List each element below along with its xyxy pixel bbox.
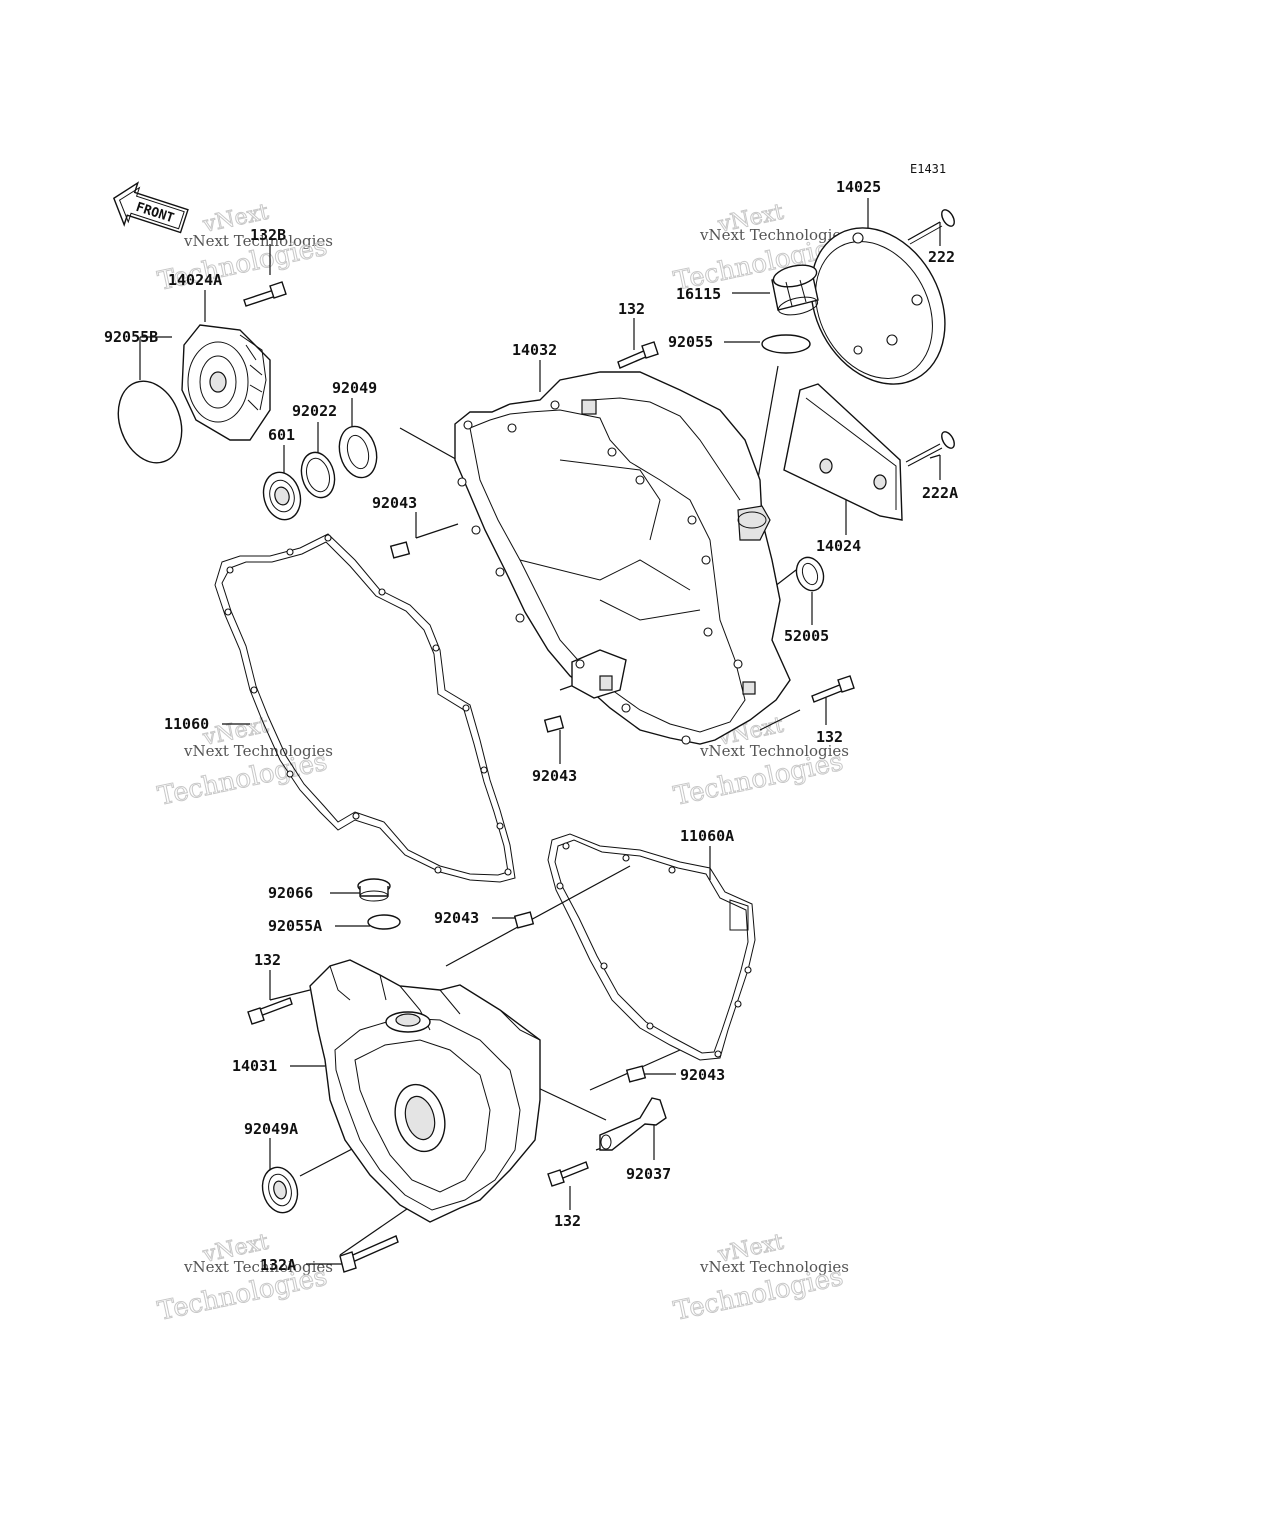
part-label-92049: 92049 (332, 379, 377, 397)
part-label-132-top: 132 (618, 300, 645, 318)
part-label-14031: 14031 (232, 1057, 277, 1075)
o-ring-92055a-part (367, 914, 401, 930)
watermark-text: vNext Technologies (183, 742, 333, 760)
part-label-14024a: 14024A (168, 271, 222, 289)
bolt-132-right-part (811, 675, 855, 703)
part-label-92066: 92066 (268, 884, 313, 902)
watermark-text: vNext Technologies (183, 1258, 333, 1276)
part-label-132-bottom: 132 (554, 1212, 581, 1230)
watermark-bottom-right: vNext vNext Technologies Technologies (671, 1229, 849, 1327)
bearing-601-part (262, 471, 302, 521)
clamp-92037-part (599, 1097, 667, 1151)
seal-92049a-part (261, 1166, 299, 1214)
part-label-14024: 14024 (816, 537, 861, 555)
gasket-11060-part (214, 533, 516, 883)
pump-housing-part (181, 324, 271, 441)
watermark-text: vNext Technologies (699, 742, 849, 760)
watermark-text: vNext Technologies (183, 232, 333, 250)
part-label-92043-d: 92043 (680, 1066, 725, 1084)
part-label-132a: 132A (260, 1256, 296, 1274)
part-label-92037: 92037 (626, 1165, 671, 1183)
screw-222a-part (905, 431, 955, 467)
dowel-92043-a-part (389, 541, 411, 559)
seal-92049-part (338, 425, 378, 479)
seal-52005-part (795, 556, 825, 592)
part-label-222: 222 (928, 248, 955, 266)
part-label-92055b: 92055B (104, 328, 158, 346)
filler-cap-part (771, 264, 819, 316)
front-arrow-icon: FRONT (112, 181, 189, 234)
bolt-132a-part (339, 1235, 399, 1273)
part-label-16115: 16115 (676, 285, 721, 303)
part-label-11060: 11060 (164, 715, 209, 733)
watermark-text: vNext Technologies (699, 1258, 849, 1276)
part-label-92022: 92022 (292, 402, 337, 420)
bolt-132-top-part (617, 341, 659, 369)
part-label-52005: 52005 (784, 627, 829, 645)
screw-222-part (907, 209, 955, 245)
o-ring-92055-part (761, 334, 811, 354)
part-label-92043-a: 92043 (372, 494, 417, 512)
part-label-92055a: 92055A (268, 917, 322, 935)
part-label-92055: 92055 (668, 333, 713, 351)
diagram-code: E1431 (910, 162, 946, 176)
bolt-132-left-part (247, 997, 293, 1025)
part-label-222a: 222A (922, 484, 958, 502)
part-label-132-left: 132 (254, 951, 281, 969)
part-label-601: 601 (268, 426, 295, 444)
o-ring-92055b-part (117, 380, 183, 464)
bolt-132b-part (243, 281, 287, 307)
part-labels: 14025 222 16115 132 92055 14032 132B 140… (104, 178, 958, 1274)
part-label-92043-c: 92043 (434, 909, 479, 927)
watermark-text: vNext Technologies (699, 226, 849, 244)
part-label-92049a: 92049A (244, 1120, 298, 1138)
crankcase-cover-part (454, 371, 791, 745)
part-label-11060a: 11060A (680, 827, 734, 845)
dowel-92043-d-part (625, 1065, 647, 1083)
part-label-132b: 132B (250, 226, 286, 244)
bolt-132-bottom-part (547, 1161, 589, 1187)
gasket-11060a-part (547, 833, 756, 1061)
part-label-14025: 14025 (836, 178, 881, 196)
dowel-92043-b-part (543, 715, 565, 733)
part-label-132-right: 132 (816, 728, 843, 746)
watermark-bottom-left: vNext vNext Technologies Technologies (155, 1229, 333, 1327)
dowel-92043-c-part (513, 911, 535, 929)
part-label-92043-b: 92043 (532, 767, 577, 785)
washer-92022-part (300, 451, 336, 499)
plate-cover-part (783, 383, 903, 521)
plug-92066-part (357, 878, 391, 902)
lower-cover-part (309, 959, 541, 1223)
round-cover-part (810, 227, 946, 385)
part-label-14032: 14032 (512, 341, 557, 359)
cover-bolt-holes (457, 400, 743, 745)
